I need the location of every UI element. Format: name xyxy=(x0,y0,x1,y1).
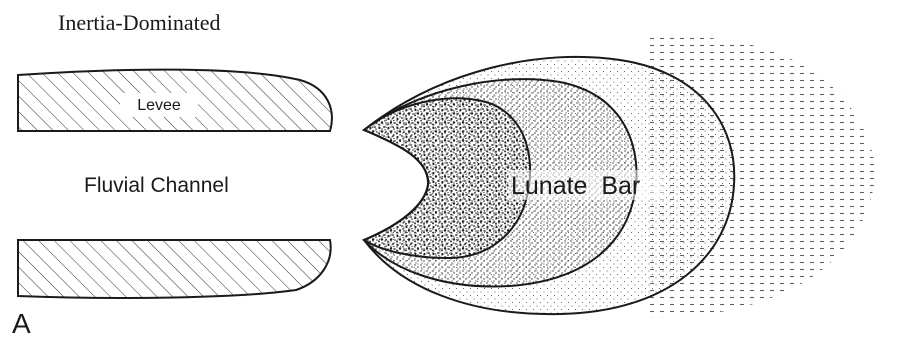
diagram-title: Inertia-Dominated xyxy=(58,10,221,35)
levee-lower xyxy=(18,240,331,298)
levee-label: Levee xyxy=(137,97,181,114)
panel-letter: A xyxy=(12,308,31,339)
lunate-bar-label: Lunate Bar xyxy=(511,172,640,200)
bar-inner-zone xyxy=(364,98,530,258)
channel-label: Fluvial Channel xyxy=(84,174,229,197)
